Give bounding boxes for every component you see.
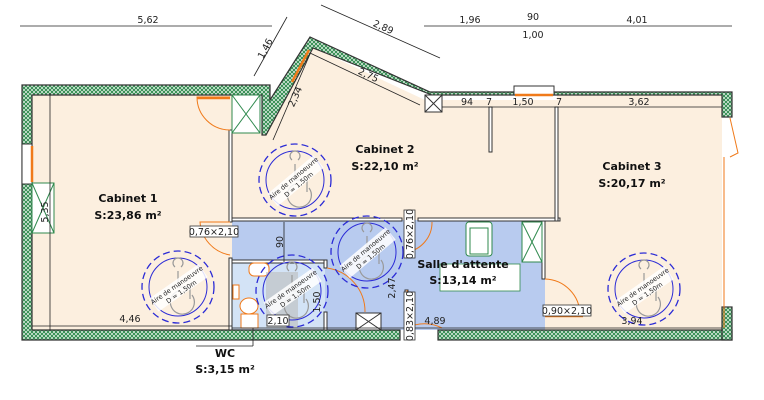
dim-label: 3,62: [628, 97, 649, 108]
dim-label: 7: [556, 97, 562, 108]
room-name-cabinet3: Cabinet 3: [602, 160, 661, 173]
dim-label: 7: [486, 97, 492, 108]
dim-label: 4,46: [119, 314, 140, 325]
exterior-walls: [21, 36, 733, 341]
dim-label: 90: [275, 236, 286, 248]
room-name-salle: Salle d'attente: [417, 258, 508, 271]
dim-label: 90: [527, 12, 539, 23]
dim-label: 4,89: [424, 316, 445, 327]
dim-label: 2,89: [371, 18, 395, 37]
dim-label: 1,00: [522, 30, 543, 41]
dim-label: 1,50: [512, 97, 533, 108]
dim-label: 94: [461, 97, 473, 108]
duct-shafts: [31, 94, 543, 331]
doors: [196, 96, 583, 329]
window: [21, 143, 33, 185]
room-name-wc: WC: [215, 347, 235, 360]
dim-label: 1,50: [312, 291, 323, 312]
room-area-cabinet1: S:23,86 m²: [94, 209, 161, 222]
door-size-label: 0,76×2,10: [405, 209, 416, 259]
salle-label-box: [439, 263, 521, 292]
dim-label: 1,96: [459, 15, 480, 26]
dim-label: 5,62: [137, 15, 158, 26]
window: [513, 85, 555, 96]
floor-cabinet1: [32, 95, 232, 330]
door-size-label: 0,90×2,10: [542, 306, 592, 317]
room-area-cabinet2: S:22,10 m²: [351, 160, 418, 173]
dim-label: 1,46: [256, 37, 276, 61]
dim-label: 4,01: [626, 15, 647, 26]
window-cabinet3: [723, 117, 739, 328]
floor-cabinet3: [545, 95, 722, 330]
dim-label: 2,10: [267, 316, 288, 327]
armchair-icon: [465, 221, 493, 257]
room-name-cabinet1: Cabinet 1: [98, 192, 157, 205]
door-size-label: 0,83×2,10: [405, 291, 416, 341]
dim-label: 5,35: [40, 201, 51, 222]
room-area-salle: S:13,14 m²: [429, 274, 496, 287]
dim-label: 3,94: [621, 316, 642, 327]
dim-label: 2,47: [387, 277, 398, 298]
room-name-cabinet2: Cabinet 2: [355, 143, 414, 156]
wc-fixtures: [232, 262, 270, 329]
room-area-cabinet3: S:20,17 m²: [598, 177, 665, 190]
floor-cabinet2: [232, 47, 557, 220]
room-area-wc: S:3,15 m²: [195, 363, 255, 376]
dimension-lines: [20, 4, 732, 347]
door-size-label: 0,76×2,10: [189, 227, 239, 238]
